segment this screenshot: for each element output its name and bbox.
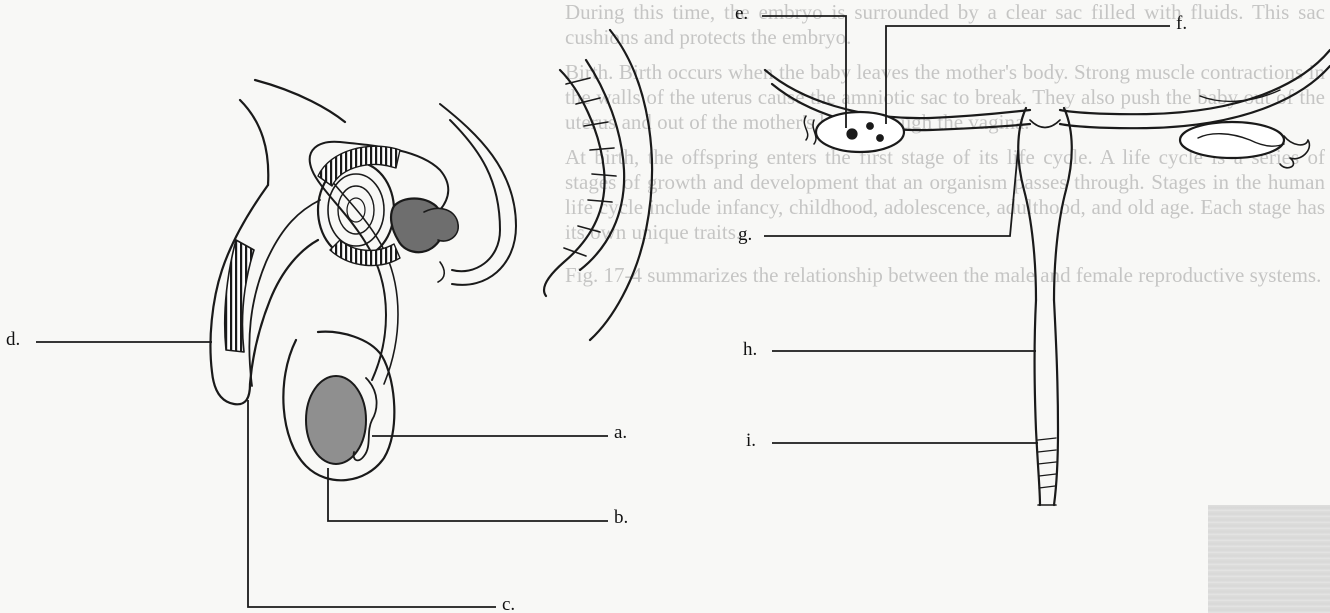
vaginal-rugae	[1038, 438, 1056, 488]
label-h: h.	[743, 339, 757, 361]
female-leader-lines	[762, 16, 1170, 443]
label-b: b.	[614, 507, 628, 529]
leader-line-g	[764, 150, 1018, 236]
leader-line-e	[762, 16, 846, 128]
male-reproductive-system	[210, 30, 652, 480]
leader-line-c	[248, 400, 496, 607]
label-f: f.	[1176, 13, 1187, 35]
label-i: i.	[746, 430, 756, 452]
label-e: e.	[735, 3, 748, 25]
label-g: g.	[738, 224, 752, 246]
label-d: d.	[6, 329, 20, 351]
label-a: a.	[614, 422, 627, 444]
leader-line-b	[328, 468, 608, 521]
label-c: c.	[502, 594, 515, 613]
female-reproductive-system	[765, 50, 1330, 505]
